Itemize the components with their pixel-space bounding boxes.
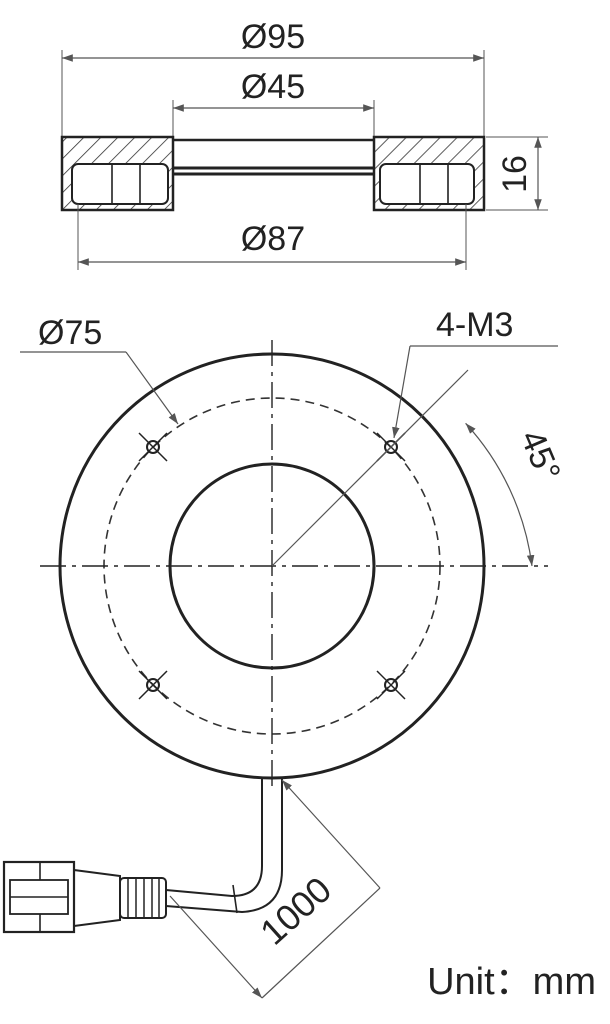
bolt-circle-label: Ø75 [38, 314, 102, 352]
height-label: 16 [496, 155, 534, 193]
mount-hole [138, 670, 168, 700]
dim-inner-diameter: Ø45 [172, 68, 375, 136]
outer-diameter-label: Ø95 [241, 18, 305, 56]
mount-hole [376, 670, 406, 700]
cable-length-label: 1000 [252, 869, 339, 953]
bolt-circle-callout: Ø75 [20, 314, 179, 425]
holes-callout: 4-M3 [392, 306, 558, 439]
centerlines [40, 340, 548, 790]
mount-diameter-label: Ø87 [241, 220, 305, 258]
angle-dimension: 45° [271, 369, 568, 567]
front-view: Ø75 4-M3 45° [20, 306, 568, 790]
strain-relief [119, 877, 167, 919]
dim-mount-diameter: Ø87 [77, 204, 467, 270]
holes-label: 4-M3 [436, 306, 513, 344]
mount-hole [138, 432, 168, 462]
angle-label: 45° [513, 425, 568, 487]
inner-diameter-label: Ø45 [241, 68, 305, 106]
cable-assembly: 1000 [2, 778, 381, 999]
dim-height: 16 [486, 136, 548, 211]
cable [165, 778, 263, 898]
ring-section [60, 135, 486, 212]
dim-cable-length: 1000 [169, 779, 381, 999]
connector [2, 860, 121, 934]
dim-outer-diameter: Ø95 [61, 18, 485, 136]
unit-label: Unit：mm [427, 961, 596, 1003]
section-view: Ø95 Ø45 [60, 18, 548, 270]
